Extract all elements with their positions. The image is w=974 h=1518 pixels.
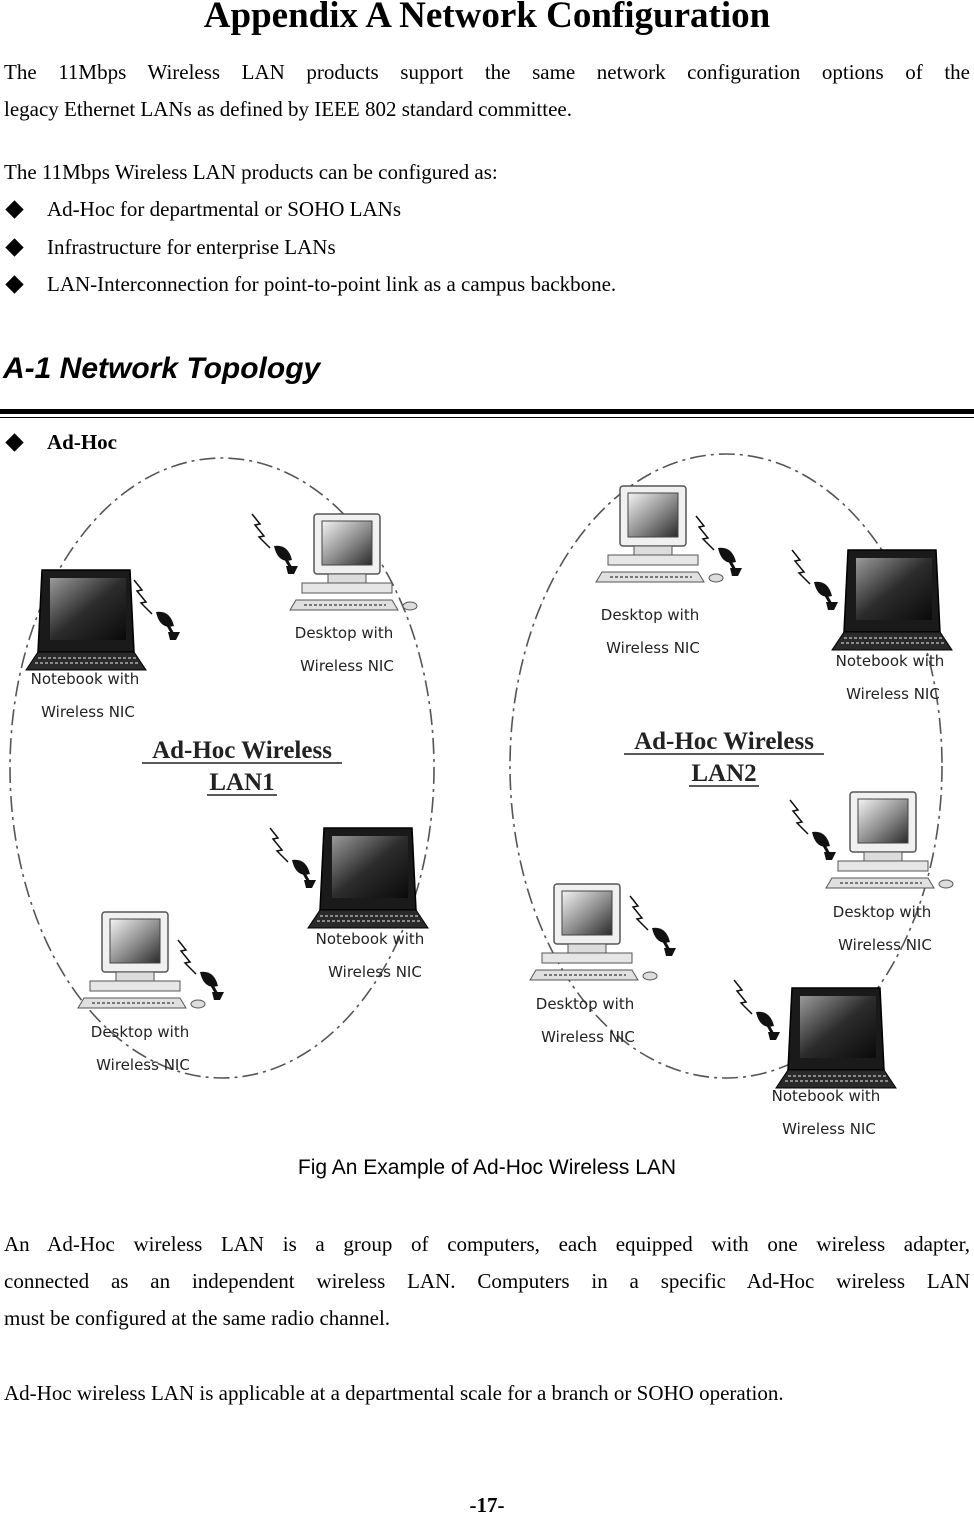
device-desktop-lan1-top: Desktop with Wireless NIC — [250, 512, 418, 675]
page-number: -17- — [469, 1493, 505, 1517]
device-label-line-1: Notebook with — [316, 930, 425, 948]
diamond-bullet-icon — [5, 238, 24, 257]
device-label-line-2: Wireless NIC — [541, 1028, 635, 1046]
device-label-line-1: Notebook with — [836, 652, 945, 670]
device-label-line-2: Wireless NIC — [328, 963, 422, 981]
page-title: Appendix A Network Configuration — [203, 0, 771, 36]
desktop-icon — [529, 883, 658, 981]
device-label-line-1: Desktop with — [833, 903, 931, 921]
antenna-icon — [732, 978, 782, 1042]
device-label-line-2: Wireless NIC — [41, 703, 135, 721]
device-label-line-2: Wireless NIC — [606, 639, 700, 657]
adhoc-network-diagram: Ad-Hoc Wireless LAN1 Ad-Hoc Wireless LAN… — [9, 453, 954, 1138]
antenna-icon — [176, 938, 226, 1002]
figure-caption: Fig An Example of Ad-Hoc Wireless LAN — [297, 1156, 677, 1179]
antenna-icon — [694, 514, 744, 578]
antenna-icon — [250, 512, 300, 576]
device-label-line-2: Wireless NIC — [846, 685, 940, 703]
device-label-line-1: Notebook with — [31, 670, 140, 688]
configured-as-text: The 11Mbps Wireless LAN products can be … — [4, 160, 498, 184]
device-label-line-1: Desktop with — [295, 624, 393, 642]
device-notebook-lan2-bottom: Notebook with Wireless NIC — [732, 978, 897, 1138]
desktop-icon — [825, 791, 954, 889]
lan2-label-line-2: LAN2 — [691, 760, 756, 787]
intro-line-2: legacy Ethernet LANs as defined by IEEE … — [4, 97, 572, 121]
device-notebook-lan1-top: Notebook with Wireless NIC — [25, 569, 182, 721]
device-desktop-lan2-bottom: Desktop with Wireless NIC — [529, 883, 678, 1046]
device-label-line-1: Desktop with — [601, 606, 699, 624]
desktop-icon — [289, 513, 418, 611]
device-label-line-2: Wireless NIC — [300, 657, 394, 675]
device-label-line-1: Desktop with — [536, 995, 634, 1013]
antenna-icon — [132, 578, 182, 642]
device-label-line-1: Notebook with — [772, 1087, 881, 1105]
diamond-bullet-icon — [5, 275, 24, 294]
body1-line-2: connected as an independent wireless LAN… — [4, 1269, 970, 1293]
notebook-icon — [775, 987, 897, 1089]
bullet-text: Infrastructure for enterprise LANs — [47, 235, 336, 259]
antenna-icon — [628, 894, 678, 958]
bullet-text: Ad-Hoc for departmental or SOHO LANs — [47, 197, 401, 221]
lan1-label-line-2: LAN1 — [209, 769, 274, 796]
device-notebook-lan1-bottom: Notebook with Wireless NIC — [268, 826, 429, 981]
device-notebook-lan2-top: Notebook with Wireless NIC — [790, 548, 953, 703]
antenna-icon — [268, 826, 318, 890]
lan2-boundary — [509, 453, 943, 1079]
device-desktop-lan2-top: Desktop with Wireless NIC — [595, 485, 744, 657]
body1-line-1: An Ad-Hoc wireless LAN is a group of com… — [4, 1232, 970, 1256]
bullet-text: LAN-Interconnection for point-to-point l… — [47, 272, 617, 296]
device-label-line-2: Wireless NIC — [782, 1120, 876, 1138]
lan1-label-line-1: Ad-Hoc Wireless — [152, 737, 332, 764]
notebook-icon — [831, 549, 953, 651]
device-label-line-2: Wireless NIC — [96, 1056, 190, 1074]
intro-paragraph: The 11Mbps Wireless LAN products support… — [4, 54, 970, 128]
device-label-line-2: Wireless NIC — [838, 936, 932, 954]
antenna-icon — [788, 798, 838, 862]
notebook-icon — [307, 827, 429, 929]
antenna-icon — [790, 548, 840, 612]
section-heading: A-1 Network Topology — [3, 352, 321, 385]
desktop-icon — [77, 911, 206, 1009]
intro-line-1: The 11Mbps Wireless LAN products support… — [4, 60, 970, 84]
notebook-icon — [25, 569, 147, 671]
diamond-bullet-icon — [5, 433, 24, 452]
lan2-label-line-1: Ad-Hoc Wireless — [634, 728, 814, 755]
subsection-label: Ad-Hoc — [47, 430, 117, 454]
device-desktop-lan1-bottom: Desktop with Wireless NIC — [77, 911, 226, 1074]
device-label-line-1: Desktop with — [91, 1023, 189, 1041]
section-rule-thick — [0, 409, 974, 414]
body1-line-3: must be configured at the same radio cha… — [4, 1306, 391, 1330]
lan1-boundary — [9, 457, 435, 1079]
device-desktop-lan2-right: Desktop with Wireless NIC — [788, 791, 954, 954]
body-paragraph-2: Ad-Hoc wireless LAN is applicable at a d… — [4, 1381, 784, 1405]
section-rule-thin — [0, 417, 974, 418]
body-paragraph-1: An Ad-Hoc wireless LAN is a group of com… — [4, 1226, 970, 1337]
diamond-bullet-icon — [5, 200, 24, 219]
